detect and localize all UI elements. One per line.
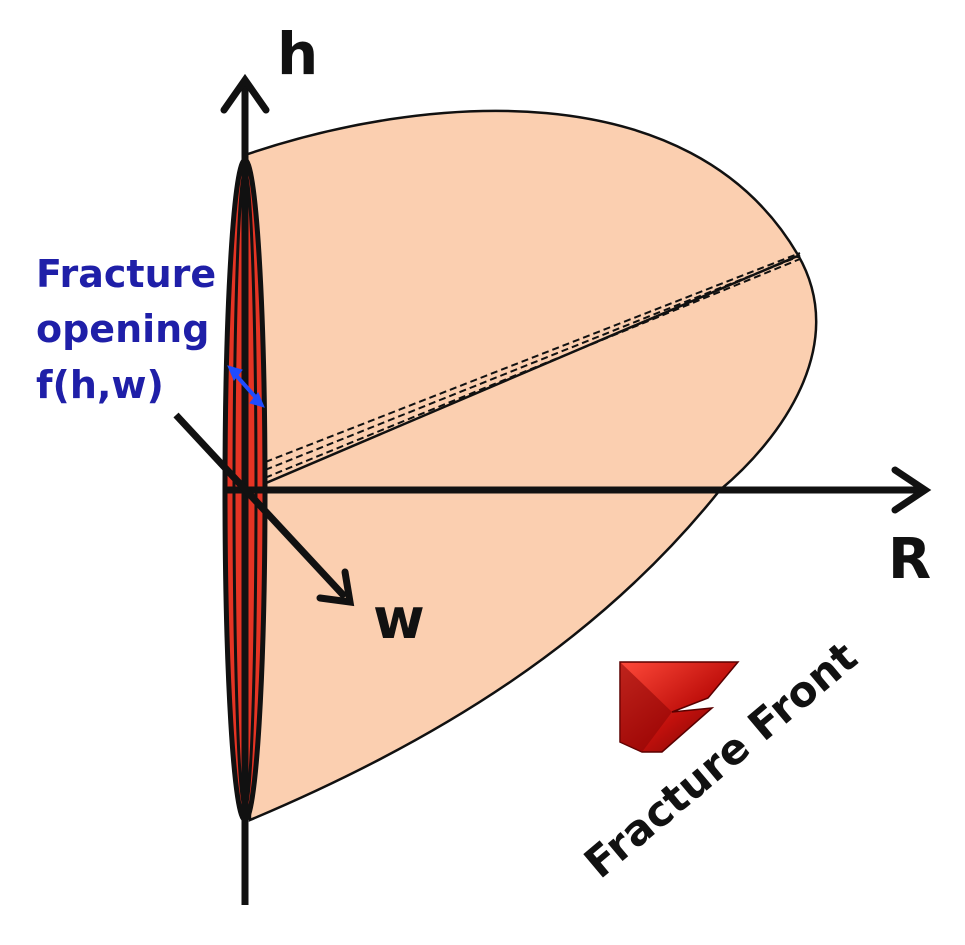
fracture-surface (243, 109, 818, 822)
h-axis-arrowhead (220, 73, 270, 114)
radius-line (244, 253, 801, 494)
w-axis-label: w (373, 587, 425, 652)
w-axis (173, 412, 348, 600)
fracture-front-arrow-icon (619, 661, 740, 753)
r-axis-arrowhead (891, 466, 932, 514)
h-axis-label: h (277, 20, 318, 88)
opening-indicator-icon (227, 365, 265, 408)
w-axis-arrowhead (316, 568, 355, 607)
annotation-line-3: f(h,w) (36, 363, 164, 407)
annotation-line-2: opening (36, 307, 209, 351)
r-axis-label: R (888, 527, 931, 592)
annotation-line-1: Fracture (36, 252, 216, 296)
